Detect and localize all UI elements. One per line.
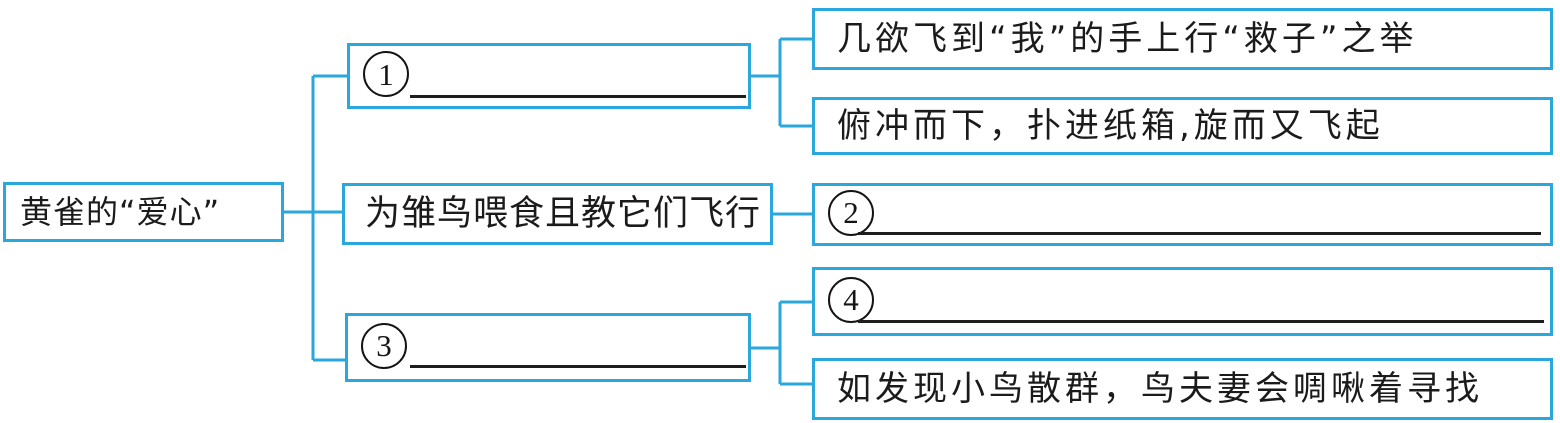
circled-number-4: 4 bbox=[828, 276, 874, 323]
leaf-c-box: 2 bbox=[812, 183, 1553, 246]
node-3-box: 3 bbox=[345, 313, 751, 382]
leaf-b-label: 俯冲而下，扑进纸箱,旋而又飞起 bbox=[837, 106, 1384, 146]
root-node-box: 黄雀的“爱心” bbox=[3, 182, 284, 242]
blank-underline-4 bbox=[858, 320, 1544, 323]
leaf-d-box: 4 bbox=[812, 267, 1553, 336]
node-2-box: 为雏鸟喂食且教它们飞行 bbox=[342, 183, 773, 245]
root-node-label: 黄雀的“爱心” bbox=[20, 193, 221, 231]
leaf-e-label: 如发现小鸟散群，鸟夫妻会啁啾着寻找 bbox=[837, 369, 1483, 409]
leaf-b-box: 俯冲而下，扑进纸箱,旋而又飞起 bbox=[812, 97, 1553, 155]
circled-number-2: 2 bbox=[828, 189, 874, 236]
blank-underline-2 bbox=[858, 232, 1541, 235]
blank-underline-1 bbox=[410, 95, 746, 98]
circled-number-1: 1 bbox=[363, 51, 409, 97]
leaf-a-label: 几欲飞到“我”的手上行“救子”之举 bbox=[837, 19, 1418, 59]
circled-number-3: 3 bbox=[361, 322, 407, 369]
leaf-e-box: 如发现小鸟散群，鸟夫妻会啁啾着寻找 bbox=[812, 358, 1553, 420]
node-2-label: 为雏鸟喂食且教它们飞行 bbox=[365, 193, 762, 234]
blank-underline-3 bbox=[410, 365, 746, 368]
node-1-box: 1 bbox=[347, 43, 751, 109]
leaf-a-box: 几欲飞到“我”的手上行“救子”之举 bbox=[812, 8, 1553, 70]
